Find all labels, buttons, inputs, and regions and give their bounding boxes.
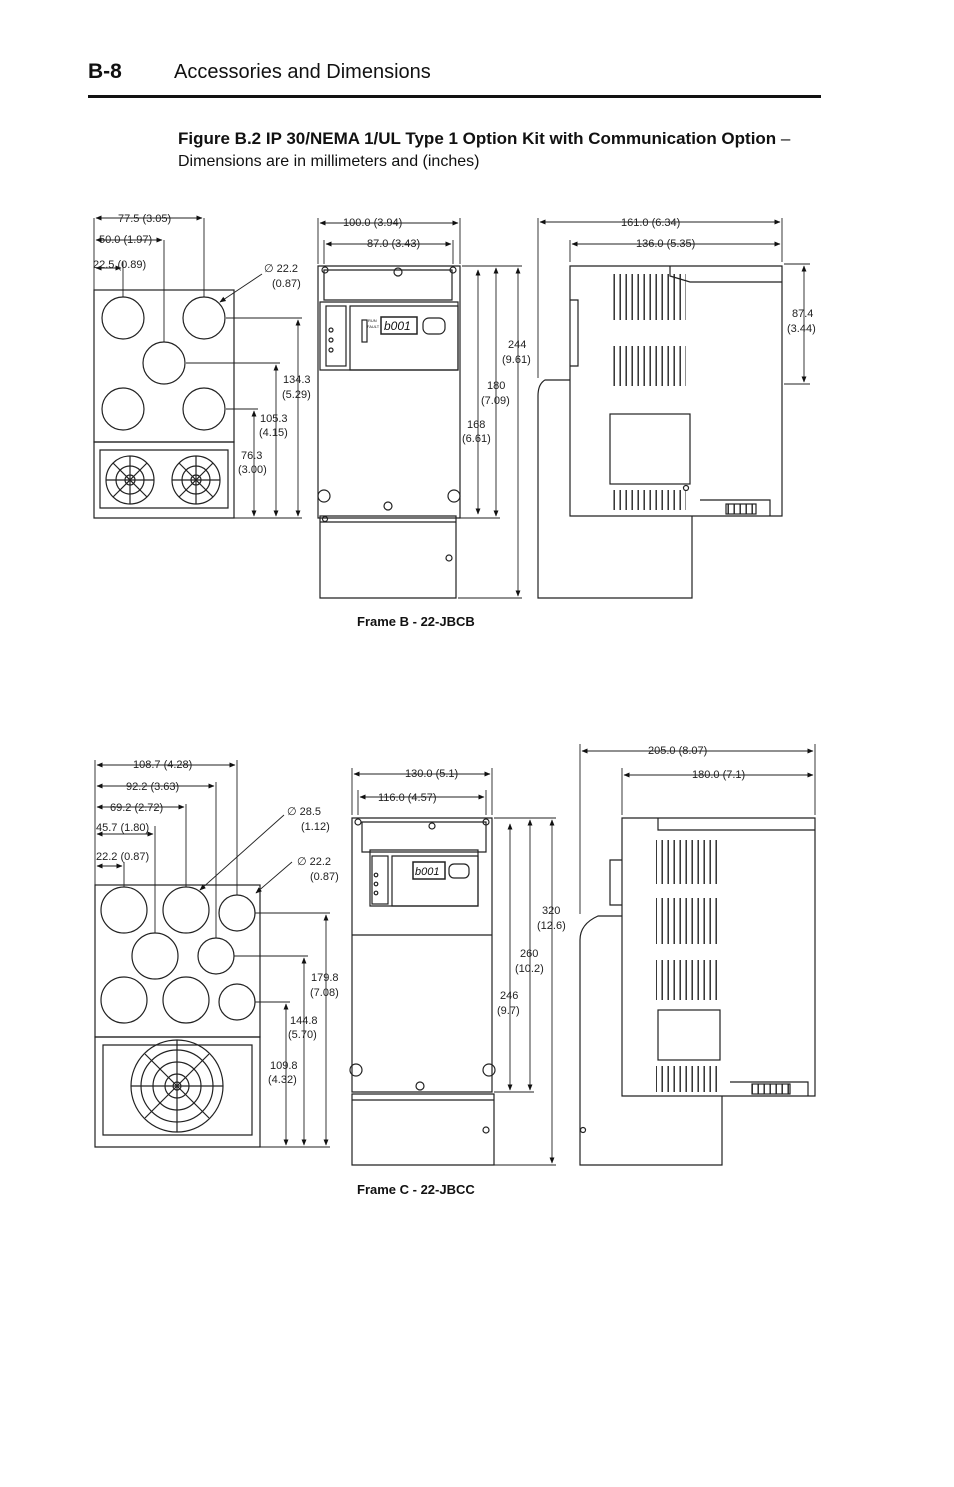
section-number: B-8 bbox=[88, 60, 122, 83]
frame-c-front-labels: 130.0 (5.1) 116.0 (4.57) 320 (12.6) 260 … bbox=[378, 768, 566, 1017]
frame-c-side-width-2: 180.0 (7.1) bbox=[692, 769, 745, 781]
frame-b-width-1: 77.5 (3.05) bbox=[118, 213, 171, 225]
frame-b-side-width-1: 161.0 (6.34) bbox=[621, 217, 680, 229]
frame-b-display-readout: b001 bbox=[384, 319, 411, 333]
frame-b-bottom-view bbox=[93, 289, 235, 519]
frame-b-run-label: RUN bbox=[368, 318, 377, 323]
frame-b-bottom-dimensions bbox=[93, 215, 302, 519]
frame-b-width-2: 50.0 (1.97) bbox=[99, 234, 152, 246]
frame-c-width-1: 108.7 (4.28) bbox=[133, 759, 192, 771]
frame-c-side-dimensions bbox=[579, 744, 816, 914]
frame-b-h2: 105.3 bbox=[260, 413, 288, 425]
frame-b-front-h3-in: (6.61) bbox=[462, 433, 491, 445]
frame-b-front-dimensions bbox=[317, 218, 522, 599]
frame-b-side-h1-in: (3.44) bbox=[787, 323, 816, 335]
frame-c-h3: 109.8 bbox=[270, 1060, 298, 1072]
figure-title-text: Figure B.2 IP 30/NEMA 1/UL Type 1 Option… bbox=[178, 129, 777, 148]
frame-c-front-h3: 246 bbox=[500, 990, 518, 1002]
frame-c-front-h1: 320 bbox=[542, 905, 560, 917]
frame-b-side-h1: 87.4 bbox=[792, 308, 813, 320]
frame-b-side-view bbox=[537, 265, 783, 599]
frame-b-h3: 76.3 bbox=[241, 450, 262, 462]
frame-b-front-width-1: 100.0 (3.94) bbox=[343, 217, 402, 229]
section-title: Accessories and Dimensions bbox=[174, 61, 431, 83]
frame-c-h2-in: (5.70) bbox=[288, 1029, 317, 1041]
frame-c-front-h1-in: (12.6) bbox=[537, 920, 566, 932]
frame-b-front-view bbox=[317, 265, 461, 599]
frame-c-front-h2: 260 bbox=[520, 948, 538, 960]
frame-c-display-readout: b001 bbox=[415, 866, 439, 878]
frame-b-fault-label: FAULT bbox=[367, 324, 380, 329]
frame-b-front-display: b001 RUN FAULT bbox=[367, 318, 411, 333]
header-rule bbox=[88, 95, 821, 98]
frame-b-front-width-2: 87.0 (3.43) bbox=[367, 238, 420, 250]
frame-c-diameter-2: ∅ 22.2 bbox=[297, 856, 331, 868]
frame-b-h1-in: (5.29) bbox=[282, 389, 311, 401]
frame-b-label: Frame B - 22-JBCB bbox=[357, 614, 475, 629]
frame-c-front-h2-in: (10.2) bbox=[515, 963, 544, 975]
frame-c-front-width-2: 116.0 (4.57) bbox=[378, 792, 437, 804]
frame-b-front-h1: 244 bbox=[508, 339, 526, 351]
frame-c-diameter-1-in: (1.12) bbox=[301, 821, 330, 833]
figure-title: Figure B.2 IP 30/NEMA 1/UL Type 1 Option… bbox=[178, 129, 790, 149]
frame-b-h2-in: (4.15) bbox=[259, 427, 288, 439]
frame-b-width-3: 22.5 (0.89) bbox=[93, 259, 146, 271]
frame-b-side-width-2: 136.0 (5.35) bbox=[636, 238, 695, 250]
frame-c-bottom-dimensions bbox=[94, 760, 330, 1148]
frame-b-front-h3: 168 bbox=[467, 419, 485, 431]
figure-subtitle: Dimensions are in millimeters and (inche… bbox=[178, 153, 480, 170]
frame-c-front-dimensions bbox=[351, 768, 556, 1166]
frame-c-side-view bbox=[579, 817, 816, 1166]
frame-b-diameter: ∅ 22.2 bbox=[264, 263, 298, 275]
frame-c-h1: 179.8 bbox=[311, 972, 339, 984]
frame-c-front-display: b001 bbox=[415, 866, 439, 878]
frame-c-width-5: 22.2 (0.87) bbox=[96, 851, 149, 863]
frame-c-diameter-2-in: (0.87) bbox=[310, 871, 339, 883]
frame-b-front-labels: 100.0 (3.94) 87.0 (3.43) 244 (9.61) 180 … bbox=[343, 217, 531, 445]
frame-c-bottom-view bbox=[94, 884, 261, 1148]
frame-c-label: Frame C - 22-JBCC bbox=[357, 1182, 475, 1197]
frame-b-side-labels: 161.0 (6.34) 136.0 (5.35) 87.4 (3.44) bbox=[621, 217, 816, 335]
frame-c-h2: 144.8 bbox=[290, 1015, 318, 1027]
frame-b-h3-in: (3.00) bbox=[238, 464, 267, 476]
frame-c-h1-in: (7.08) bbox=[310, 987, 339, 999]
frame-b-h1: 134.3 bbox=[283, 374, 311, 386]
frame-c-side-width-1: 205.0 (8.07) bbox=[648, 745, 707, 757]
frame-c-front-width-1: 130.0 (5.1) bbox=[405, 768, 458, 780]
frame-c-front-h3-in: (9.7) bbox=[497, 1005, 520, 1017]
frame-c-width-2: 92.2 (3.63) bbox=[126, 781, 179, 793]
frame-c-h3-in: (4.32) bbox=[268, 1074, 297, 1086]
frame-b-bottom-labels: 77.5 (3.05) 50.0 (1.97) 22.5 (0.89) ∅ 22… bbox=[93, 213, 311, 476]
frame-b-front-h2: 180 bbox=[487, 380, 505, 392]
frame-c-width-3: 69.2 (2.72) bbox=[110, 802, 163, 814]
frame-c-side-labels: 205.0 (8.07) 180.0 (7.1) bbox=[648, 745, 745, 781]
frame-c-width-4: 45.7 (1.80) bbox=[96, 822, 149, 834]
frame-b-front-h1-in: (9.61) bbox=[502, 354, 531, 366]
frame-b-front-h2-in: (7.09) bbox=[481, 395, 510, 407]
frame-c-bottom-labels: 108.7 (4.28) 92.2 (3.63) 69.2 (2.72) 45.… bbox=[96, 759, 339, 1086]
frame-b-diameter-in: (0.87) bbox=[272, 278, 301, 290]
frame-b-side-dimensions bbox=[537, 218, 810, 385]
figure-title-dash: – bbox=[776, 129, 791, 148]
frame-c-diameter-1: ∅ 28.5 bbox=[287, 806, 321, 818]
